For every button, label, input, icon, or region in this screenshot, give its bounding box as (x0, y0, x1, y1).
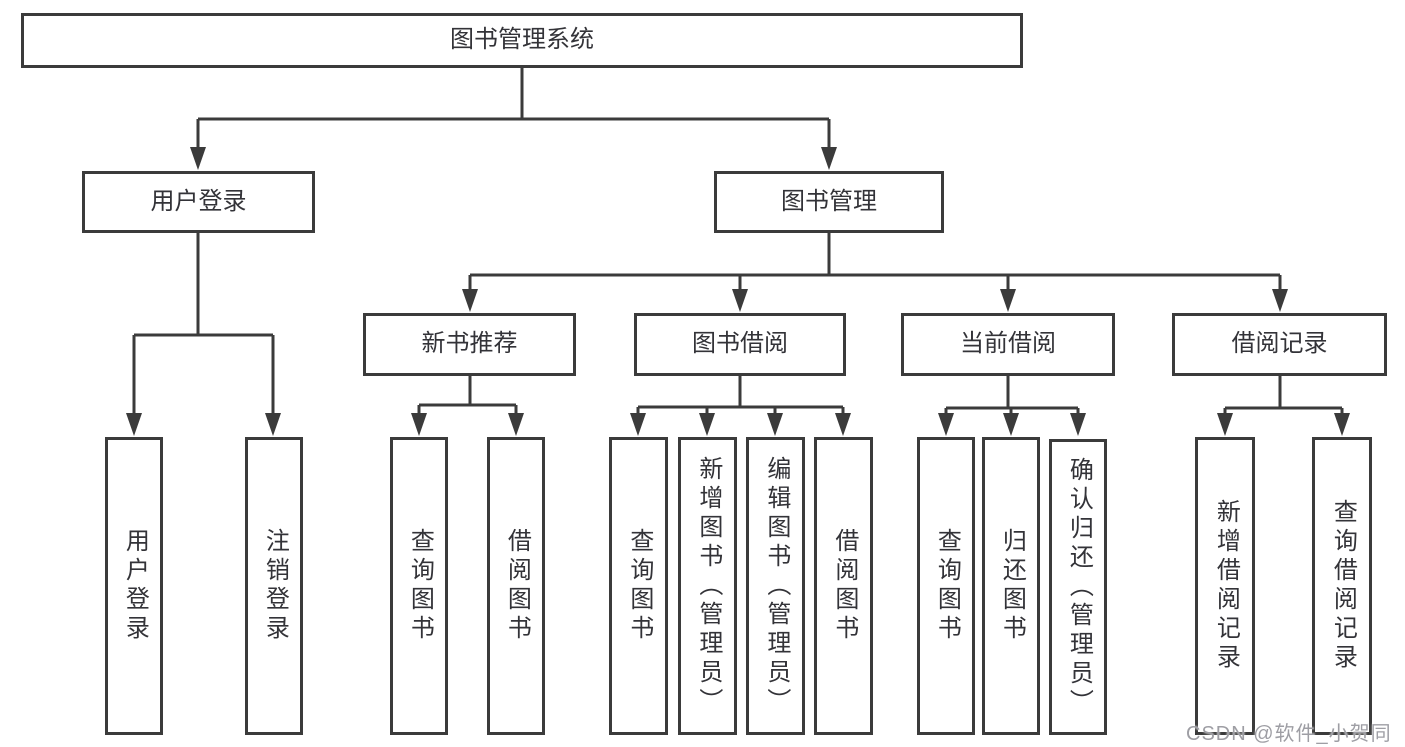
node-root-system: 图书管理系统 (21, 13, 1023, 68)
connector-root-to-level2 (196, 66, 831, 150)
leaf-logout: 注销登录 (245, 437, 303, 735)
leaf-query-book-2: 查询图书 (609, 437, 668, 735)
node-book-borrow: 图书借阅 (634, 313, 846, 376)
arrowheads (126, 147, 1350, 436)
node-new-book-recommend: 新书推荐 (363, 313, 576, 376)
leaf-return-book: 归还图书 (982, 437, 1040, 735)
connector-user-login-branch (132, 231, 275, 416)
connector-current-borrow-branch (944, 374, 1080, 416)
node-current-borrow: 当前借阅 (901, 313, 1115, 376)
leaf-borrow-book-2: 借阅图书 (814, 437, 873, 735)
leaf-borrow-book-1: 借阅图书 (487, 437, 545, 735)
leaf-edit-book-admin: 编辑图书（管理员） (746, 437, 805, 735)
leaf-confirm-return-admin: 确认归还（管理员） (1049, 439, 1107, 735)
node-book-mgmt-module: 图书管理 (714, 171, 944, 233)
leaf-query-book-3: 查询图书 (917, 437, 975, 735)
connector-borrow-branch (636, 374, 845, 416)
leaf-user-login: 用户登录 (105, 437, 163, 735)
connector-record-branch (1223, 374, 1344, 416)
leaf-query-book-1: 查询图书 (390, 437, 448, 735)
leaf-add-borrow-record: 新增借阅记录 (1195, 437, 1255, 735)
connector-new-book-branch (417, 374, 518, 416)
leaf-query-borrow-record: 查询借阅记录 (1312, 437, 1372, 735)
leaf-add-book-admin: 新增图书（管理员） (678, 437, 737, 735)
csdn-watermark: CSDN @软件_小贺同学 (1186, 723, 1392, 745)
connector-book-mgmt-to-level3 (468, 231, 1282, 292)
node-borrow-record: 借阅记录 (1172, 313, 1387, 376)
node-user-login-module: 用户登录 (82, 171, 315, 233)
